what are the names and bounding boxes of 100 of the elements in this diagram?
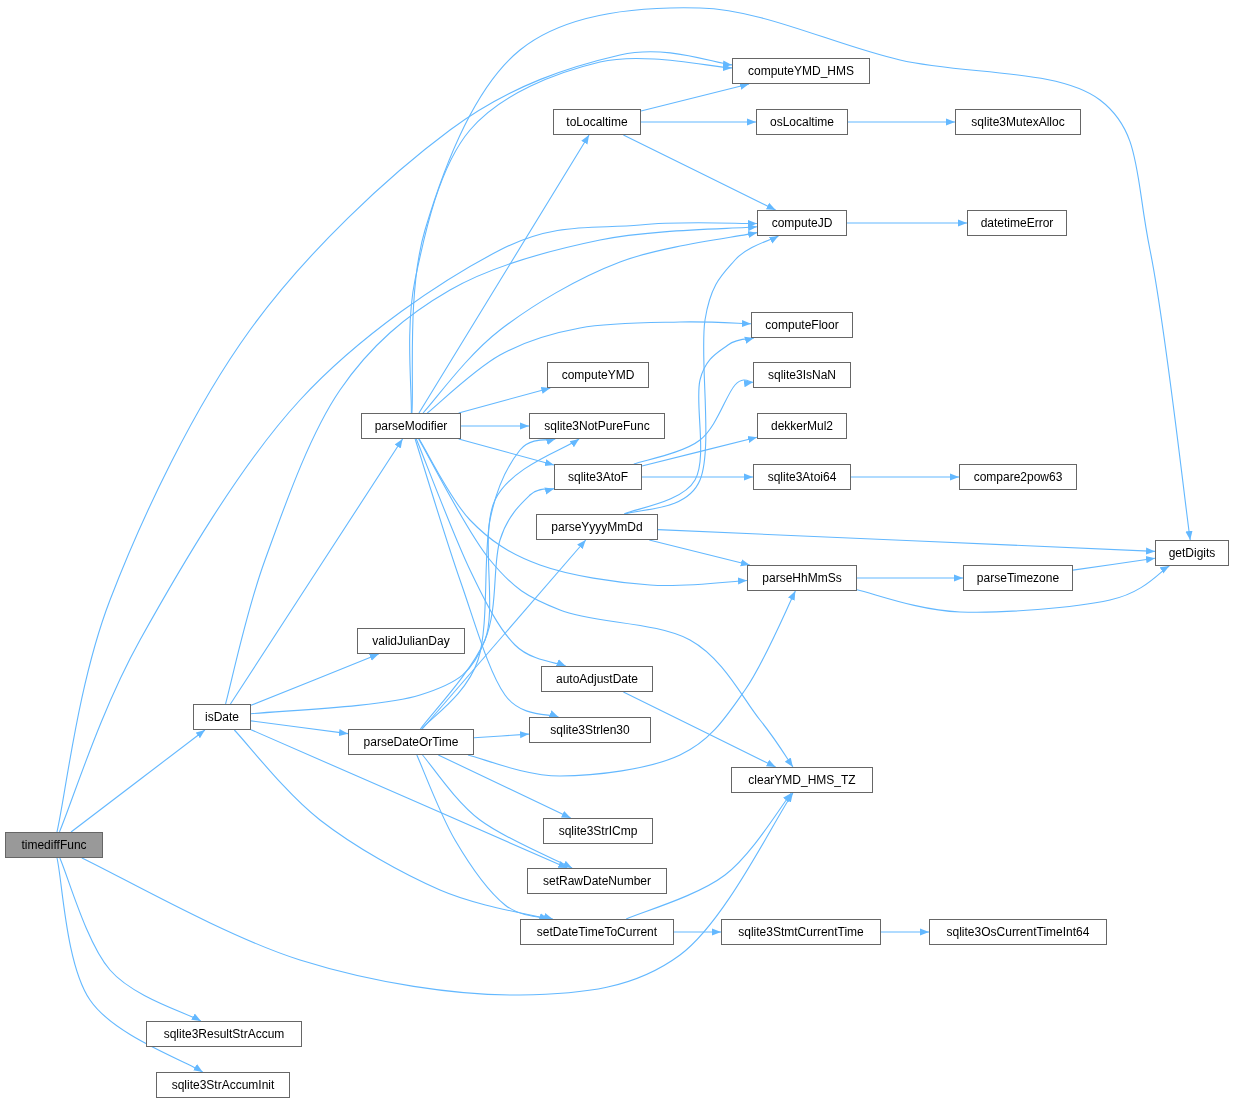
function-name: sqlite3Strlen30 [550,722,630,739]
call-arrow [415,438,567,667]
function-name: sqlite3NotPureFunc [544,418,650,435]
call-arrow [847,118,956,126]
call-arrow [418,134,590,414]
call-arrow [225,223,758,705]
function-name: osLocaltime [770,114,834,131]
function-box [361,413,461,439]
function-name: sqlite3OsCurrentTimeInt64 [946,924,1090,941]
call-arrow [250,438,580,715]
call-arrow [880,928,930,936]
function-box [146,1021,302,1047]
call-arrow [418,438,794,768]
call-arrow [250,720,349,737]
function-name: timediffFunc [21,837,87,854]
call-arrow [673,928,722,936]
function-name: parseDateOrTime [363,734,459,751]
function-box [967,210,1067,236]
call-arrow [56,857,204,1073]
call-arrow [657,529,1156,555]
call-arrow [411,7,1193,541]
function-box [527,868,667,894]
function-box [721,919,881,945]
function-name: sqlite3StmtCurrentTime [738,924,864,941]
function-box [955,109,1081,135]
function-box [193,704,251,730]
function-box [753,464,851,490]
call-arrow [419,486,555,730]
call-arrow [473,731,530,739]
function-name: parseModifier [374,418,448,435]
call-arrow [56,51,733,833]
call-arrow [856,565,1170,613]
function-box [529,717,651,743]
call-arrow [458,438,555,467]
call-arrow [59,857,202,1022]
call-arrow [622,134,777,211]
call-arrow [422,230,758,414]
function-name: setDateTimeToCurrent [536,924,658,941]
call-arrow [418,438,748,587]
function-box [553,109,641,135]
function-box [357,628,465,654]
call-arrow [437,754,572,819]
function-box [963,565,1073,591]
function-name: isDate [205,709,239,726]
function-name: validJulianDay [372,633,450,650]
function-box [753,362,851,388]
function-box [541,666,653,692]
function-name: computeYMD [561,367,635,384]
call-arrow [856,574,964,582]
function-name: setRawDateNumber [542,873,651,890]
call-arrow [633,378,754,465]
function-name: clearYMD_HMS_TZ [748,772,856,789]
function-box [554,464,642,490]
call-arrow [426,319,752,414]
function-name: parseHhMmSs [762,570,842,587]
function-name: sqlite3MutexAlloc [971,114,1065,131]
function-box [929,919,1107,945]
function-name: sqlite3StrAccumInit [171,1077,275,1094]
function-name: computeYMD_HMS [748,63,854,80]
call-arrow [623,336,755,515]
call-arrow [846,219,968,227]
call-arrow [81,792,794,996]
function-box [543,818,653,844]
function-box [529,413,665,439]
call-arrow [1072,556,1156,571]
call-arrow [458,386,551,414]
function-box [751,312,853,338]
call-arrow [421,754,573,869]
call-arrow [467,590,796,777]
call-arrow [641,473,754,481]
call-arrow [625,792,792,920]
function-box [1155,540,1229,566]
call-arrow [58,219,758,833]
function-name: sqlite3Atoi64 [767,469,837,486]
call-arrow [622,691,777,768]
call-arrow [460,422,530,430]
call-arrow [70,729,206,833]
function-name: compare2pow63 [973,469,1063,486]
call-arrow [416,754,554,921]
function-name: autoAdjustDate [555,671,639,688]
function-box [732,58,870,84]
function-box [5,832,103,858]
function-box [536,514,658,540]
function-name: sqlite3ResultStrAccum [163,1026,285,1043]
function-box [547,362,649,388]
function-name: computeJD [771,215,833,232]
call-arrow [640,82,750,112]
call-arrow [648,539,751,567]
function-box [156,1072,290,1098]
function-name: sqlite3StrICmp [558,823,638,840]
function-box [731,767,873,793]
function-box [348,729,474,755]
function-name: getDigits [1168,545,1216,562]
call-arrow [250,653,380,706]
function-name: datetimeError [980,215,1054,232]
function-name: dekkerMul2 [771,418,833,435]
function-box [757,413,847,439]
function-box [520,919,674,945]
function-box [757,210,847,236]
call-arrow [229,438,404,705]
